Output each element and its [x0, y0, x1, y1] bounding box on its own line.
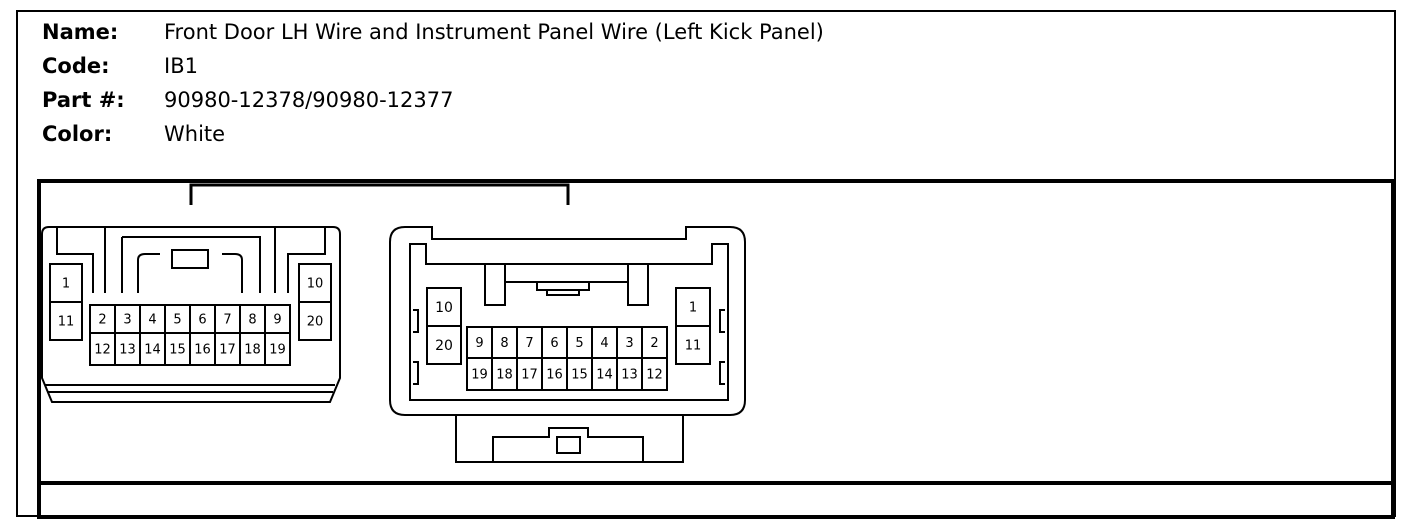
- right-terminal-label: 2: [650, 336, 658, 351]
- left-terminal-9: [264, 304, 291, 334]
- left-terminal-13: [114, 332, 141, 366]
- code-value: IB1: [164, 54, 198, 78]
- left-terminal-label: 11: [58, 315, 75, 330]
- left-terminal-label: 4: [148, 313, 156, 328]
- right-connector-left-keys: [413, 309, 419, 385]
- left-terminal-19: [264, 332, 291, 366]
- left-terminal-label: 1: [62, 277, 70, 292]
- left-terminal-label: 8: [248, 313, 256, 328]
- right-terminal-label: 13: [621, 368, 638, 383]
- right-connector-latch: [505, 281, 628, 296]
- left-terminal-label: 14: [144, 343, 161, 358]
- left-terminal-label: 13: [119, 343, 136, 358]
- left-terminal-11: [49, 301, 83, 341]
- left-terminal-12: [89, 332, 116, 366]
- right-terminal-label: 19: [471, 368, 488, 383]
- right-connector-bottom-lock: [492, 427, 644, 462]
- left-terminal-label: 3: [123, 313, 131, 328]
- right-connector-inner: [409, 243, 729, 401]
- left-terminal-label: 18: [244, 343, 261, 358]
- right-terminal-label: 6: [550, 336, 558, 351]
- right-terminal-label: 7: [525, 336, 533, 351]
- left-terminal-label: 2: [98, 313, 106, 328]
- right-terminal-label: 9: [475, 336, 483, 351]
- left-terminal-1: [49, 263, 83, 303]
- right-terminal-label: 4: [600, 336, 608, 351]
- connector-bracket: [189, 183, 570, 205]
- left-connector-inner-right: [287, 228, 326, 293]
- part-label: Part #:: [42, 88, 125, 112]
- name-label: Name:: [42, 20, 119, 44]
- right-connector: [389, 226, 746, 463]
- right-connector-posts: [484, 264, 649, 306]
- right-connector-bottom-notch: [556, 436, 581, 454]
- name-value: Front Door LH Wire and Instrument Panel …: [164, 20, 824, 44]
- left-terminal-label: 7: [223, 313, 231, 328]
- right-terminal-label: 10: [435, 300, 453, 316]
- left-terminal-2: [89, 304, 116, 334]
- right-terminal-label: 11: [685, 339, 702, 354]
- right-terminal-label: 17: [521, 368, 538, 383]
- color-value: White: [164, 122, 226, 146]
- left-terminal-label: 15: [169, 343, 186, 358]
- right-terminal-10: [426, 287, 462, 327]
- right-connector-bottom-tab: [455, 415, 684, 463]
- right-terminal-label: 12: [646, 368, 663, 383]
- right-terminal-1: [675, 287, 711, 327]
- left-terminal-label: 10: [307, 277, 324, 292]
- left-connector-base-lines: [45, 384, 335, 393]
- left-connector-rails: [104, 228, 276, 293]
- left-connector-lock-tab: [171, 249, 209, 269]
- right-terminal-2: [641, 326, 668, 359]
- left-connector-housing: [41, 226, 341, 403]
- right-connector-right-keys: [719, 309, 725, 385]
- right-terminal-12: [641, 357, 668, 391]
- right-terminal-label: 1: [689, 301, 697, 316]
- left-terminal-20: [298, 301, 332, 341]
- left-connector: [41, 226, 341, 403]
- right-terminal-6: [541, 326, 568, 359]
- right-terminal-17: [516, 357, 543, 391]
- left-connector-latch-arms: [137, 253, 243, 293]
- right-terminal-label: 8: [500, 336, 508, 351]
- right-terminal-15: [566, 357, 593, 391]
- left-terminal-label: 17: [219, 343, 236, 358]
- right-terminal-label: 15: [571, 368, 588, 383]
- left-terminal-10: [298, 263, 332, 303]
- right-terminal-11: [675, 325, 711, 365]
- color-label: Color:: [42, 122, 113, 146]
- connector-panel-box: [37, 179, 1395, 519]
- left-connector-latch-frame: [121, 236, 261, 293]
- right-terminal-label: 3: [625, 336, 633, 351]
- right-terminal-label: 18: [496, 368, 513, 383]
- code-label: Code:: [42, 54, 110, 78]
- left-terminal-label: 16: [194, 343, 211, 358]
- left-connector-inner-left: [56, 228, 94, 293]
- right-terminal-label: 14: [596, 368, 613, 383]
- left-terminal-label: 20: [307, 315, 324, 330]
- right-terminal-label: 20: [435, 338, 453, 354]
- part-value: 90980-12378/90980-12377: [164, 88, 454, 112]
- left-terminal-17: [214, 332, 241, 366]
- right-connector-housing: [389, 226, 746, 416]
- right-terminal-label: 16: [546, 368, 563, 383]
- left-terminal-label: 19: [269, 343, 286, 358]
- right-terminal-4: [591, 326, 618, 359]
- left-terminal-label: 6: [198, 313, 206, 328]
- right-terminal-label: 5: [575, 336, 583, 351]
- left-terminal-8: [239, 304, 266, 334]
- left-terminal-label: 12: [94, 343, 111, 358]
- left-terminal-label: 5: [173, 313, 181, 328]
- right-terminal-20: [426, 325, 462, 365]
- left-terminal-label: 9: [273, 313, 281, 328]
